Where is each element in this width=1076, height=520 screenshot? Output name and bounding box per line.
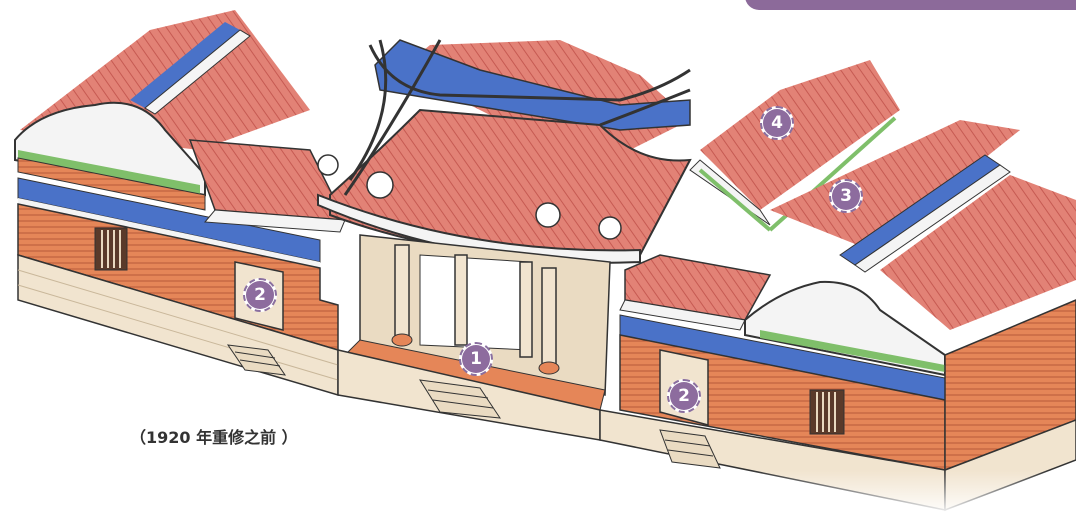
left-wing — [14, 10, 347, 397]
marker-1-label: 1 — [462, 345, 490, 373]
marker-2-left[interactable]: 2 — [243, 278, 277, 312]
marker-4[interactable]: 4 — [760, 106, 794, 140]
marker-2-right[interactable]: 2 — [667, 379, 701, 413]
corner-tab — [745, 0, 1076, 10]
right-rear — [689, 60, 1076, 330]
marker-2-left-label: 2 — [246, 281, 274, 309]
central-hall — [317, 39, 692, 441]
marker-3[interactable]: 3 — [829, 179, 863, 213]
marker-2-right-label: 2 — [670, 382, 698, 410]
marker-1[interactable]: 1 — [459, 342, 493, 376]
marker-3-label: 3 — [832, 182, 860, 210]
marker-4-label: 4 — [763, 109, 791, 137]
caption: （1920 年重修之前 ） — [130, 428, 298, 447]
